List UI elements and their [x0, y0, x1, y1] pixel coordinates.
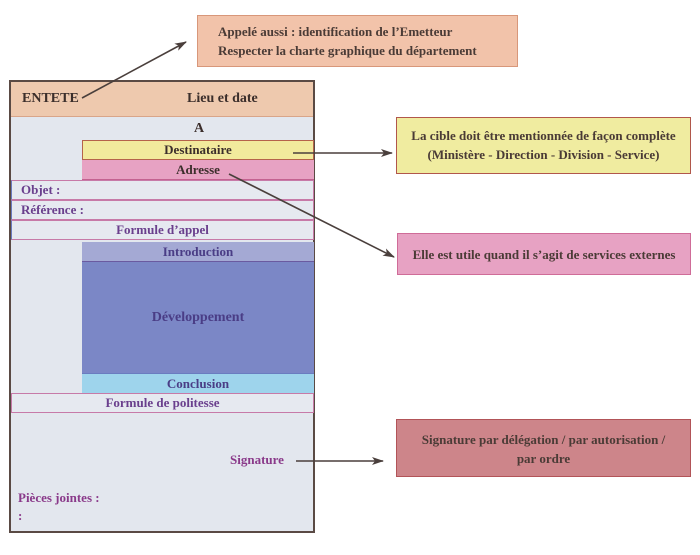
pieces-jointes-colon: :	[18, 508, 23, 523]
destinataire-callout: La cible doit être mentionnée de façon c…	[396, 117, 691, 174]
pieces-jointes-label: Pièces jointes :	[18, 490, 100, 505]
entete-callout-line1: Appelé aussi : identification de l’Emett…	[218, 24, 453, 39]
signature-callout-line1: Signature par délégation / par autorisat…	[421, 432, 666, 447]
adresse-callout-line1: Elle est utile quand il s’agit de servic…	[412, 247, 676, 262]
adresse-arrow	[228, 173, 395, 258]
destinataire-callout-line1: La cible doit être mentionnée de façon c…	[411, 128, 676, 143]
entete-arrow	[81, 41, 187, 99]
objet-row: Objet :	[11, 180, 314, 200]
signature-callout: Signature par délégation / par autorisat…	[396, 419, 691, 477]
reference-row: Référence :	[11, 200, 314, 220]
destinataire-section: Destinataire	[82, 140, 314, 160]
conclusion-section: Conclusion	[82, 373, 314, 393]
entete-callout: Appelé aussi : identification de l’Emett…	[197, 15, 518, 67]
signature-label: Signature	[230, 452, 284, 467]
lieu-date-label: Lieu et date	[187, 91, 258, 106]
formule-appel-row: Formule d’appel	[11, 220, 314, 240]
formule-politesse-row: Formule de politesse	[11, 393, 314, 413]
adresse-callout: Elle est utile quand il s’agit de servic…	[397, 233, 691, 275]
developpement-section: Développement	[82, 262, 314, 373]
entete-label: ENTETE	[22, 91, 79, 106]
a-label: A	[193, 121, 205, 136]
adresse-section: Adresse	[82, 160, 314, 180]
signature-callout-line2: par ordre	[516, 451, 571, 466]
destinataire-callout-line2: (Ministère - Direction - Division - Serv…	[427, 147, 660, 162]
introduction-section: Introduction	[82, 242, 314, 262]
letter-template: ENTETE Lieu et date A Destinataire Adres…	[9, 80, 315, 533]
entete-section: ENTETE Lieu et date	[11, 82, 313, 117]
entete-callout-line2: Respecter la charte graphique du départe…	[218, 43, 477, 58]
